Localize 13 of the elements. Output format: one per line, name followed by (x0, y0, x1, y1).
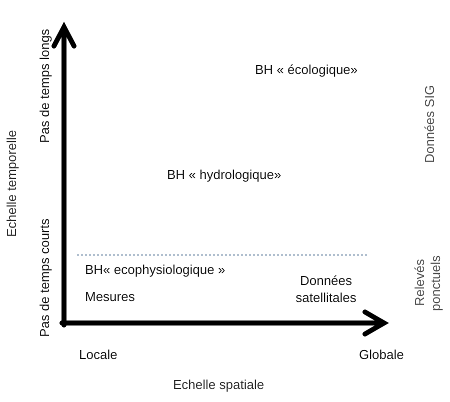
axis-title: Echelle spatiale (173, 377, 264, 393)
annotation-text: BH« ecophysiologique » (85, 262, 226, 278)
axis-end-label: Pas de temps longs (37, 28, 53, 143)
annotation-text: Mesures (85, 289, 135, 305)
axis-end-label: Locale (79, 347, 118, 363)
side-note: Données SIG (422, 84, 438, 166)
axis-end-label: Pas de temps courts (37, 217, 53, 339)
axis-end-label: Globale (359, 347, 404, 363)
side-note: Relevés ponctuels (412, 254, 444, 313)
annotation-text: BH « écologique» (255, 62, 358, 78)
axis-title: Echelle temporelle (4, 130, 20, 240)
annotation-text: Données satellitales (294, 272, 358, 306)
annotation-text: BH « hydrologique» (167, 167, 282, 183)
